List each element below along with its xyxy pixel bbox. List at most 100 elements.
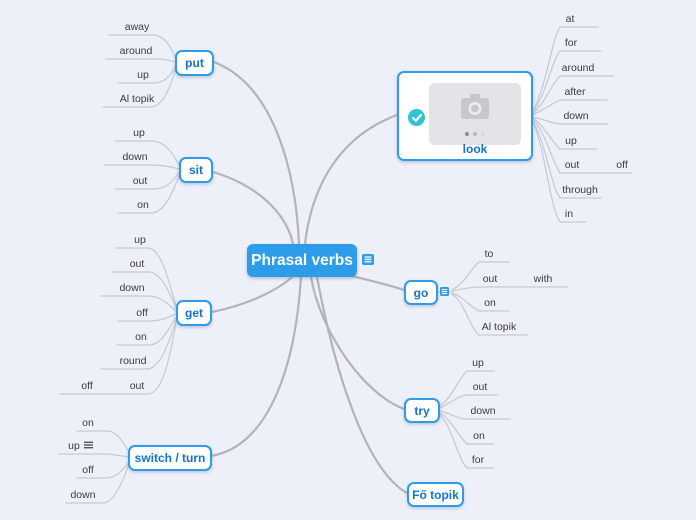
leaf-get-out-off[interactable]: off [81, 380, 93, 392]
edge-root-switch-turn [209, 275, 303, 458]
leaf-get-out[interactable]: out [129, 258, 145, 270]
root-topic-label: Phrasal verbs [251, 251, 353, 269]
edge-put-up [117, 66, 176, 84]
leaf-look-after[interactable]: after [564, 86, 586, 98]
edge-get-down [100, 295, 177, 312]
topic-sit[interactable]: sit [179, 157, 213, 183]
edge-look-in [532, 121, 587, 223]
leaf-try-on[interactable]: on [473, 430, 485, 442]
leaf-look-out-off[interactable]: off [616, 159, 628, 171]
leaf-put-al-topik[interactable]: Al topik [119, 93, 155, 105]
carousel-dot[interactable] [473, 132, 477, 136]
leaf-go-to[interactable]: to [484, 248, 494, 260]
check-badge-icon[interactable] [408, 109, 425, 126]
leaf-look-in[interactable]: in [564, 208, 574, 220]
leaf-switch-on[interactable]: on [82, 417, 94, 429]
topic-put-label: put [185, 56, 204, 70]
notes-icon[interactable] [362, 254, 374, 265]
topic-fo-topik-label: Fő topik [412, 487, 459, 502]
topic-get[interactable]: get [176, 300, 212, 326]
leaf-switch-down[interactable]: down [70, 489, 96, 501]
leaf-look-around[interactable]: around [561, 62, 595, 74]
topic-sit-label: sit [188, 163, 203, 177]
edge-put-around [105, 58, 176, 63]
edge-root-fo-topik [315, 275, 409, 495]
edge-get-out-off [59, 322, 177, 395]
leaf-put-away[interactable]: away [124, 21, 150, 33]
edge-switch-on [76, 430, 130, 453]
notes-icon[interactable] [440, 287, 449, 296]
topic-put[interactable]: put [175, 50, 214, 76]
topic-image-placeholder[interactable] [429, 83, 521, 145]
carousel-dot[interactable] [481, 132, 485, 136]
edge-sit-out [114, 171, 180, 190]
topic-try[interactable]: try [404, 398, 440, 423]
root-topic[interactable]: Phrasal verbs [247, 244, 357, 277]
edge-look-through [532, 120, 602, 199]
edge-look-down [532, 116, 609, 125]
edge-go-out-with [451, 286, 568, 292]
leaf-put-up[interactable]: up [137, 69, 149, 81]
edge-look-for [532, 50, 602, 113]
leaf-sit-out[interactable]: out [132, 175, 148, 187]
leaf-sit-down[interactable]: down [122, 151, 148, 163]
edge-look-around [532, 75, 614, 115]
edge-get-off [117, 313, 177, 322]
topic-fo-topik[interactable]: Fő topik [407, 482, 464, 507]
leaf-look-for[interactable]: for [564, 37, 578, 49]
edge-root-look [303, 113, 399, 246]
leaf-go-out[interactable]: out [482, 273, 498, 285]
leaf-look-at[interactable]: at [565, 13, 575, 25]
edge-sit-down [104, 164, 180, 170]
edge-look-at [532, 26, 599, 111]
edge-root-go [350, 274, 406, 292]
edge-root-try [309, 275, 406, 411]
edge-sit-on [117, 174, 180, 214]
leaf-get-on[interactable]: on [135, 331, 147, 343]
leaf-sit-on[interactable]: on [137, 199, 149, 211]
leaf-look-up[interactable]: up [565, 135, 577, 147]
leaf-put-around[interactable]: around [119, 45, 153, 57]
topic-go[interactable]: go [404, 280, 438, 305]
leaf-sit-up[interactable]: up [133, 127, 145, 139]
edge-try-up [439, 370, 495, 407]
edge-look-after [532, 99, 608, 116]
leaf-try-for[interactable]: for [471, 454, 485, 466]
leaf-get-up[interactable]: up [134, 234, 146, 246]
leaf-look-down[interactable]: down [563, 110, 589, 122]
leaf-get-out-2[interactable]: out [129, 380, 145, 392]
leaf-get-round[interactable]: round [119, 355, 147, 367]
topic-get-label: get [185, 306, 203, 320]
edge-switch-off [76, 461, 130, 479]
leaf-look-out[interactable]: out [564, 159, 580, 171]
topic-switch-turn-label: switch / turn [134, 451, 206, 465]
edge-put-al-topik [102, 69, 176, 108]
leaf-get-off[interactable]: off [136, 307, 148, 319]
carousel-dot-active[interactable] [465, 132, 469, 136]
edge-try-on [439, 412, 494, 445]
leaf-go-on[interactable]: on [484, 297, 496, 309]
leaf-try-up[interactable]: up [472, 357, 484, 369]
edge-switch-up [58, 453, 130, 458]
edge-go-al-topik [451, 293, 528, 336]
leaf-try-out[interactable]: out [472, 381, 488, 393]
edge-switch-down [65, 463, 130, 504]
topic-switch-turn[interactable]: switch / turn [128, 445, 212, 471]
topic-look-label: look [462, 142, 488, 156]
edge-put-away [108, 34, 176, 58]
edge-look-up [532, 117, 598, 150]
leaf-look-through[interactable]: through [562, 184, 598, 196]
leaf-get-down[interactable]: down [119, 282, 145, 294]
leaf-switch-up[interactable]: up [68, 440, 80, 452]
edge-look-out-off [532, 118, 633, 174]
edge-go-to [451, 261, 510, 291]
notes-icon[interactable] [84, 441, 93, 449]
leaf-go-out-with[interactable]: with [533, 273, 553, 285]
edge-try-out [439, 394, 499, 409]
carousel-dots[interactable] [429, 132, 521, 136]
leaf-switch-off[interactable]: off [82, 464, 94, 476]
leaf-go-al-topik[interactable]: Al topik [481, 321, 517, 333]
leaf-try-down[interactable]: down [470, 405, 496, 417]
